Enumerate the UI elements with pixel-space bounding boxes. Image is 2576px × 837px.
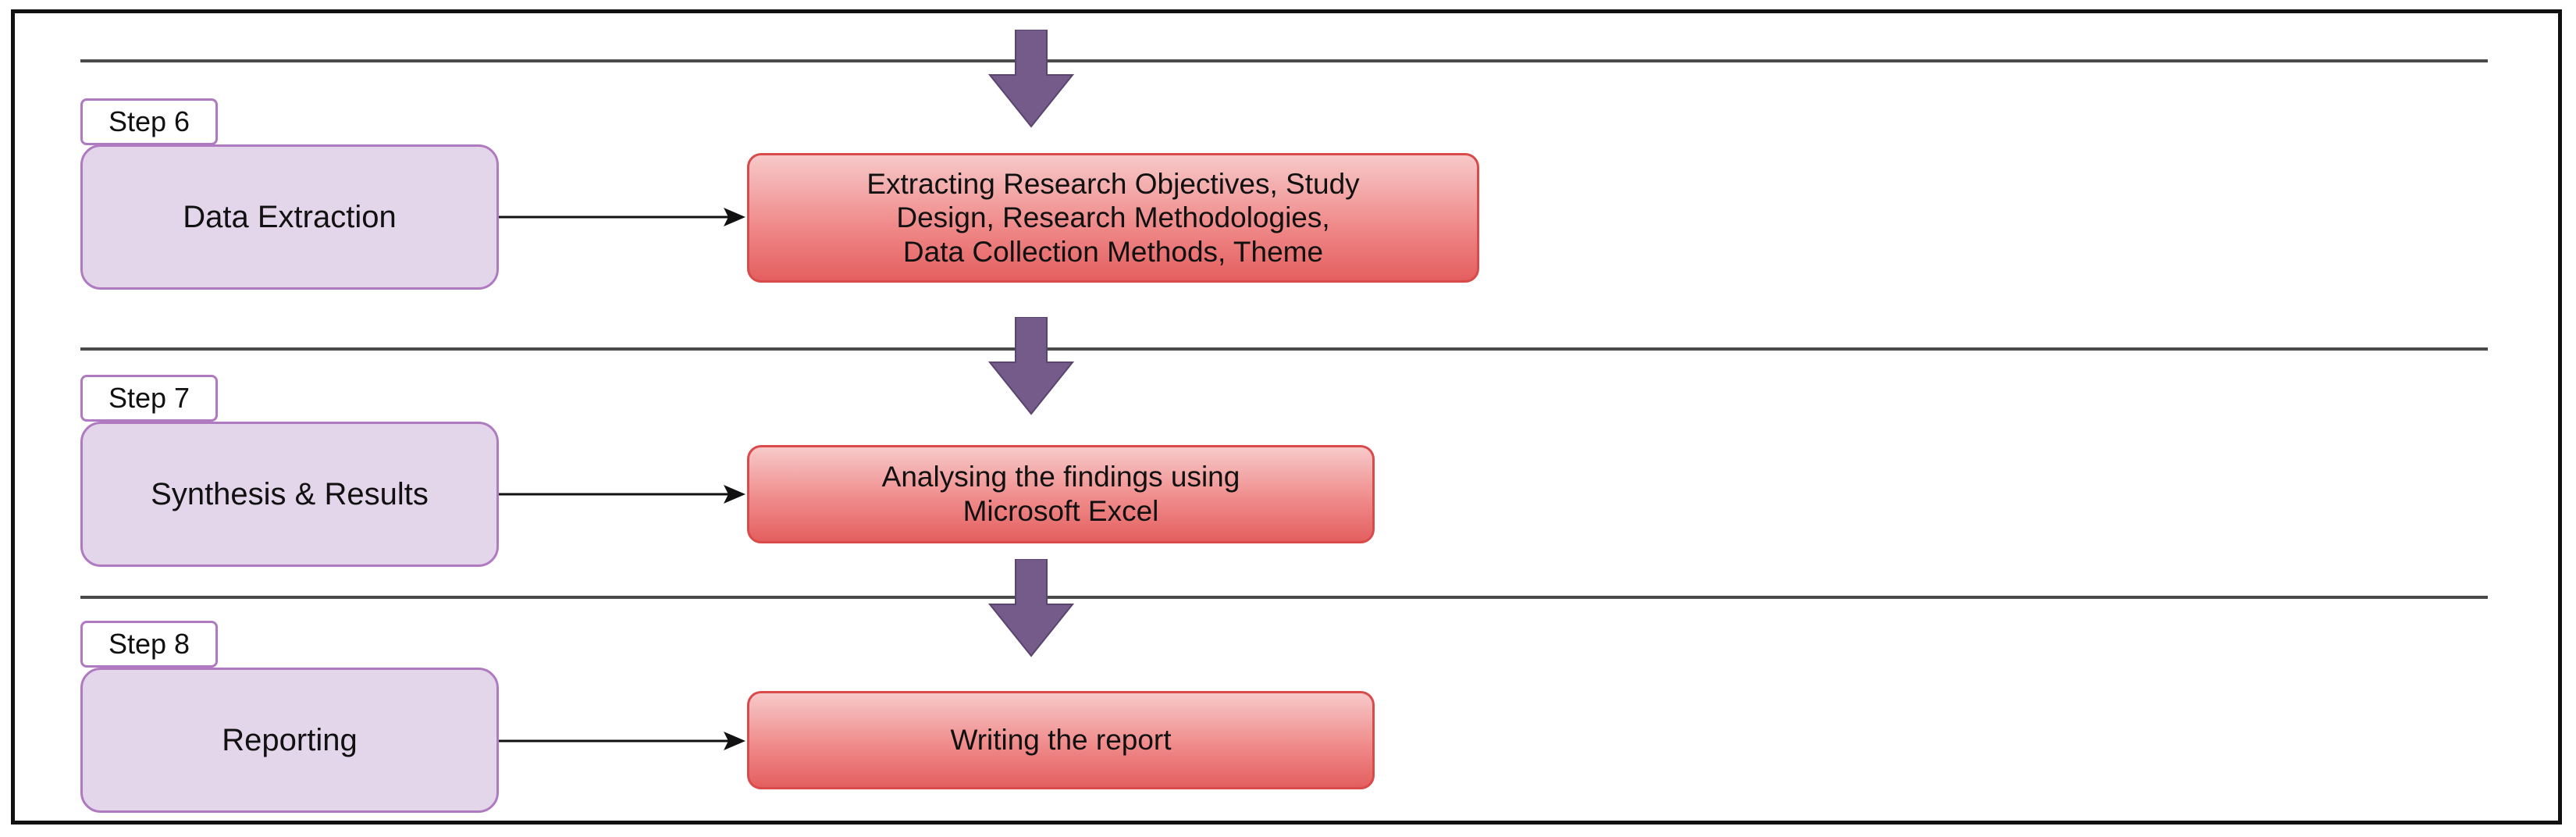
phase-reporting: Reporting xyxy=(80,668,499,813)
step-6-tag: Step 6 xyxy=(80,98,218,145)
flow-down-arrow-icon xyxy=(988,30,1074,128)
step-7-tag: Step 7 xyxy=(80,375,218,422)
phase-label: Synthesis & Results xyxy=(151,476,429,511)
flow-down-arrow-icon xyxy=(988,559,1074,657)
connector-arrow-icon xyxy=(499,732,745,750)
phase-data-extraction: Data Extraction xyxy=(80,144,499,290)
task-label: Writing the report xyxy=(950,724,1172,757)
separator-line-step8 xyxy=(80,596,2488,599)
phase-synthesis-results: Synthesis & Results xyxy=(80,422,499,567)
connector-arrow-icon xyxy=(499,208,745,226)
task-writing-report: Writing the report xyxy=(747,691,1375,789)
phase-label: Reporting xyxy=(222,722,358,757)
flow-down-arrow-icon xyxy=(988,317,1074,415)
task-label: Analysing the findings using Microsoft E… xyxy=(881,461,1240,527)
task-label: Extracting Research Objectives, Study De… xyxy=(866,167,1360,268)
phase-label: Data Extraction xyxy=(183,199,397,234)
separator-line-step7 xyxy=(80,347,2488,351)
step-8-tag: Step 8 xyxy=(80,621,218,668)
diagram-frame xyxy=(11,9,2562,825)
task-analysing-findings: Analysing the findings using Microsoft E… xyxy=(747,445,1375,543)
connector-arrow-icon xyxy=(499,485,745,504)
separator-line-top xyxy=(80,59,2488,62)
task-extracting-research: Extracting Research Objectives, Study De… xyxy=(747,153,1479,283)
